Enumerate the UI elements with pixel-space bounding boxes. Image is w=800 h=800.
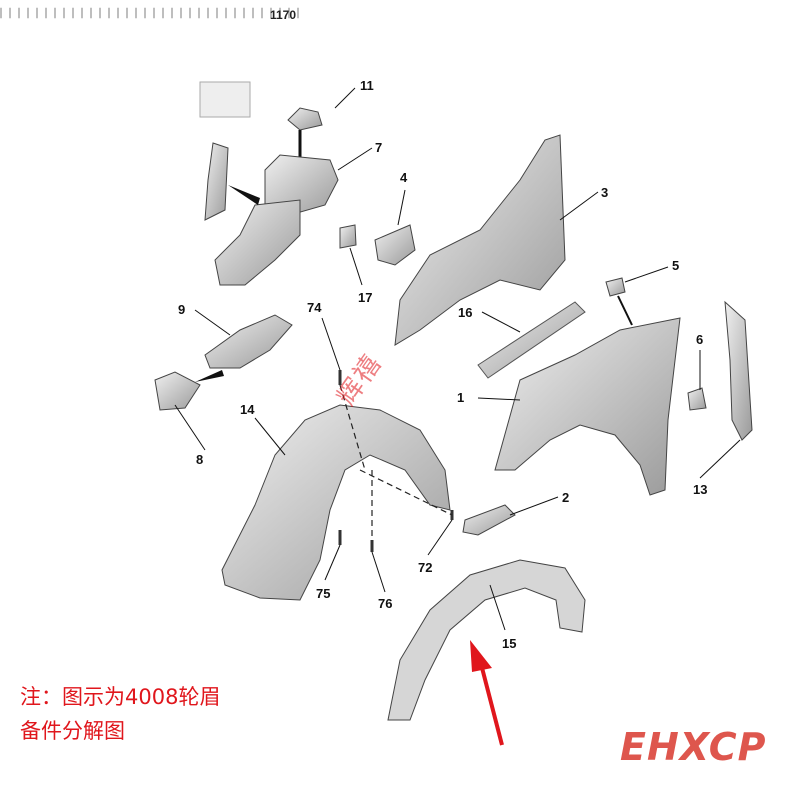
part-9-shield: [204, 314, 293, 369]
callout-5: 5: [672, 258, 680, 273]
brand-logo: EHXCP: [620, 725, 767, 769]
note-line-2: 备件分解图: [20, 719, 125, 743]
part-5-clip: [605, 277, 626, 297]
callout-8: 8: [196, 452, 204, 467]
callout-1: 1: [457, 390, 465, 405]
callout-2: 2: [562, 490, 570, 505]
leader-lines: [174, 87, 741, 631]
diagram-code: 1170: [270, 8, 297, 22]
callout-11: 11: [360, 78, 374, 93]
callout-14: 14: [240, 402, 255, 417]
annotation-note: 注：图示为4008轮眉 备件分解图: [20, 680, 220, 748]
part-top-clip: [199, 81, 251, 118]
part-rail-assembly: [214, 199, 301, 286]
part-15-wheel-arch-trim: [387, 559, 586, 721]
callout-4: 4: [400, 170, 408, 185]
part-14-wheel-arch-liner: [221, 404, 451, 601]
part-13-long-seal: [724, 300, 753, 441]
callout-9: 9: [178, 302, 186, 317]
part-1-front-fender: [494, 317, 681, 496]
part-2-plate: [462, 504, 516, 536]
part-6-small-bracket: [687, 387, 707, 411]
part-11-mount-cap: [287, 107, 323, 131]
part-3-wheelhouse-panel: [394, 134, 566, 346]
part-8-bracket: [154, 371, 201, 411]
part-17-small-plate: [339, 224, 357, 249]
part-4-bracket: [374, 224, 416, 266]
header-ruler: [0, 7, 300, 19]
callout-74: 74: [307, 300, 322, 315]
part-left-bracket: [204, 142, 229, 221]
part-16-seal-strip: [477, 301, 586, 379]
highlight-arrow: [470, 640, 504, 746]
callout-76: 76: [378, 596, 393, 611]
callout-16: 16: [458, 305, 473, 320]
callout-15: 15: [502, 636, 517, 651]
note-line-1: 注：图示为4008轮眉: [20, 685, 221, 709]
callout-7: 7: [375, 140, 383, 155]
callout-17: 17: [358, 290, 373, 305]
assembly-guides: [339, 384, 453, 540]
callout-75: 75: [316, 586, 331, 601]
arrow-bracket: [228, 185, 260, 205]
callout-72: 72: [418, 560, 433, 575]
callout-13: 13: [693, 482, 708, 497]
callout-6: 6: [696, 332, 704, 347]
callout-3: 3: [601, 185, 609, 200]
